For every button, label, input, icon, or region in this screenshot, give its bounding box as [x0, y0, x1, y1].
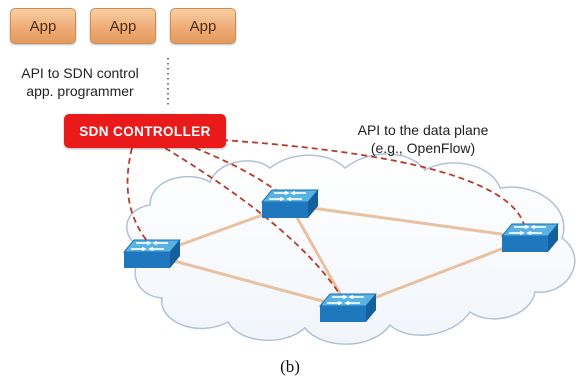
- app-box-2: App: [90, 8, 156, 44]
- sdn-controller-box: SDN CONTROLLER: [64, 114, 226, 148]
- data-link: [151, 253, 349, 310]
- app-box-3: App: [170, 8, 236, 44]
- southbound-api-line-1: API to the data plane: [357, 122, 489, 138]
- data-link: [289, 203, 531, 240]
- sdn-controller-label: SDN CONTROLLER: [79, 123, 211, 139]
- northbound-api-label: API to SDN control app. programmer: [2, 64, 158, 100]
- southbound-api-line-2: (e.g., OpenFlow): [370, 140, 476, 156]
- northbound-api-line-2: app. programmer: [26, 83, 134, 99]
- northbound-api-line-1: API to SDN control: [21, 65, 139, 81]
- control-link: [126, 147, 149, 243]
- network-switch-right: [501, 223, 559, 253]
- network-cloud: [126, 153, 576, 345]
- network-switch-bottom: [319, 293, 377, 323]
- control-link: [164, 147, 343, 299]
- network-switch-left: [123, 239, 181, 269]
- network-switch-top: [261, 189, 319, 219]
- data-link: [347, 236, 531, 310]
- app-box-1: App: [10, 8, 76, 44]
- southbound-api-label: API to the data plane (e.g., OpenFlow): [328, 121, 518, 157]
- figure-caption: (b): [280, 357, 300, 376]
- control-link: [221, 139, 526, 229]
